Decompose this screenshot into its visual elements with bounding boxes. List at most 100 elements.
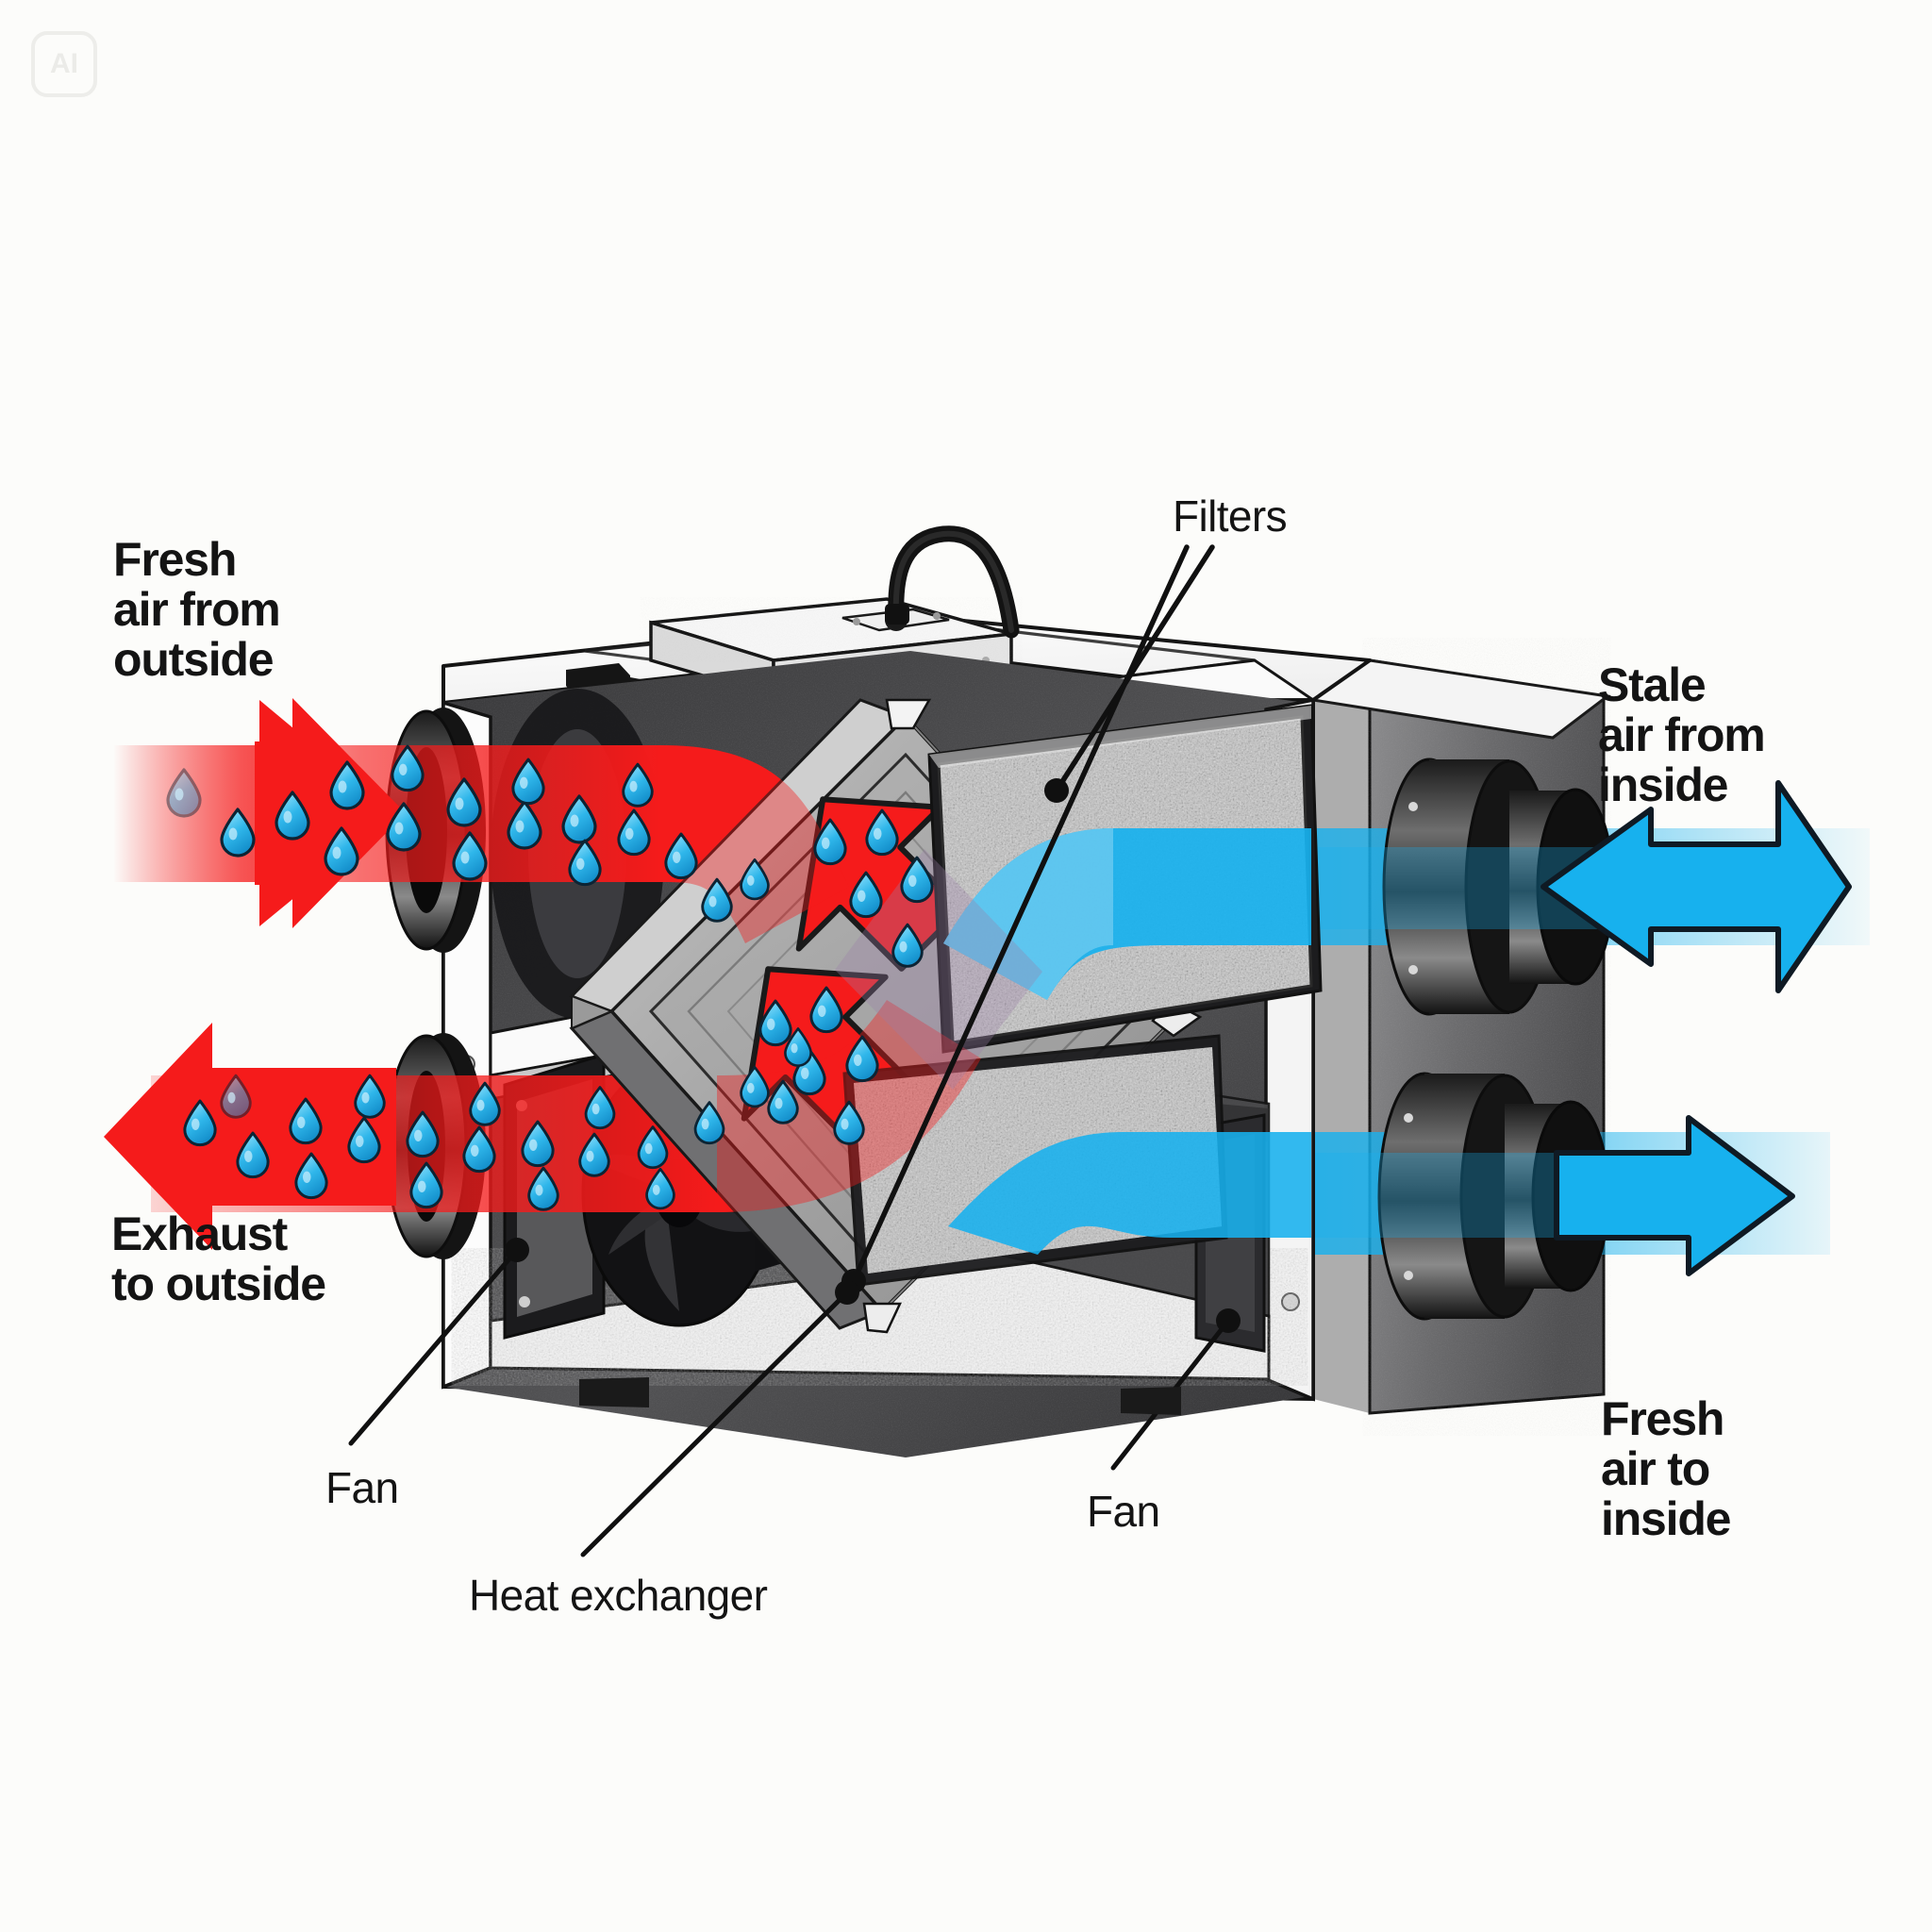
leader-lines [348,544,1241,1557]
water-droplet [220,808,256,858]
water-droplet [645,1167,675,1210]
water-droplet [578,1132,610,1177]
droplet-highlight [355,1135,364,1147]
droplet-highlight [394,822,404,835]
droplet-highlight [283,810,292,824]
droplet-highlight [243,1150,253,1162]
water-droplet [758,999,792,1047]
water-droplet [220,1074,252,1119]
water-droplet [809,986,843,1034]
droplet-highlight [413,1129,423,1141]
droplet-highlight [528,1139,538,1151]
droplet-highlight [460,851,470,864]
droplet-highlight [575,858,585,870]
water-droplet [329,760,365,810]
water-droplet [865,808,899,857]
droplet-highlight [672,851,681,863]
unit-feet [579,1377,1181,1415]
droplet-highlight [625,827,634,840]
droplet-highlight [519,776,528,789]
arrow-stale-air-inside[interactable] [1541,780,1852,993]
droplet-highlight [800,1067,809,1079]
water-droplet [446,777,482,827]
droplet-highlight [766,1018,775,1030]
water-droplet [275,791,310,841]
droplet-highlight [228,827,238,841]
droplet-highlight [296,1116,306,1128]
water-droplet [784,1027,812,1067]
droplet-highlight [591,1103,600,1115]
droplet-highlight [817,1005,826,1017]
label-fresh-air-from-outside: Fresh air from outside [113,533,281,686]
water-droplet [183,1099,217,1147]
water-droplet [469,1081,501,1126]
water-droplet [622,762,654,808]
water-droplet [527,1166,559,1211]
label-fan-right: Fan [1087,1487,1160,1536]
droplet-highlight [908,874,917,887]
label-stale-air-from-inside: Stale air from inside [1598,658,1766,811]
water-droplet [833,1100,865,1145]
water-droplet [521,1120,555,1168]
water-droplet [386,802,422,852]
water-droplet [900,856,934,904]
droplet-highlight [476,1099,485,1111]
water-droplet [511,758,545,806]
water-droplet [637,1125,669,1170]
droplet-highlight [821,837,830,849]
droplet-highlight [857,890,866,902]
label-fan-left: Fan [325,1463,399,1512]
droplet-highlight [455,797,464,810]
droplet-highlight [746,874,755,886]
droplet-highlight [899,941,908,953]
droplet-highlight [398,763,408,775]
droplet-highlight [338,780,347,793]
droplet-highlight [470,1144,479,1157]
mix-zone-tint [835,849,1042,1090]
water-droplet [617,808,651,857]
water-droplet [693,1101,725,1145]
droplet-highlight [791,1043,798,1054]
water-droplet [354,1074,386,1119]
water-droplet [391,744,425,792]
droplet-highlight [708,895,717,908]
water-droplet [891,923,924,968]
water-droplet [462,1125,496,1174]
droplet-highlight [535,1184,543,1196]
ai-watermark-badge: AI [31,31,97,97]
droplet-highlight [191,1118,200,1130]
water-droplet [813,818,847,866]
water-droplet [767,1079,799,1124]
label-filters: Filters [1173,491,1288,541]
water-droplet [406,1110,440,1158]
water-droplet [740,858,770,901]
droplet-highlight [361,1091,370,1104]
droplet-highlight [586,1150,594,1162]
droplet-highlight [417,1180,426,1192]
droplet-highlight [841,1118,849,1130]
arrow-fresh-air-inside[interactable] [1547,1094,1795,1276]
water-droplet [294,1152,328,1200]
water-droplet [347,1116,381,1164]
label-fresh-air-to-inside: Fresh air to inside [1601,1392,1731,1545]
water-droplet [849,871,883,919]
water-droplet [561,794,597,844]
water-droplet [324,826,359,876]
droplet-highlight [701,1118,709,1130]
droplet-highlight [227,1091,236,1104]
flow-blue-through-filters [943,828,1311,1255]
droplet-highlight [873,827,882,840]
droplet-highlight [570,814,579,827]
droplet-highlight [302,1171,311,1183]
water-droplets [166,744,934,1211]
water-droplet [568,839,602,887]
droplet-highlight [853,1054,862,1066]
water-droplet [845,1035,879,1083]
label-exhaust-to-outside: Exhaust to outside [111,1208,326,1310]
water-droplet [584,1086,616,1130]
droplet-highlight [746,1082,755,1093]
arrow-fresh-air-outside[interactable] [113,698,406,928]
droplet-highlight [652,1184,660,1195]
